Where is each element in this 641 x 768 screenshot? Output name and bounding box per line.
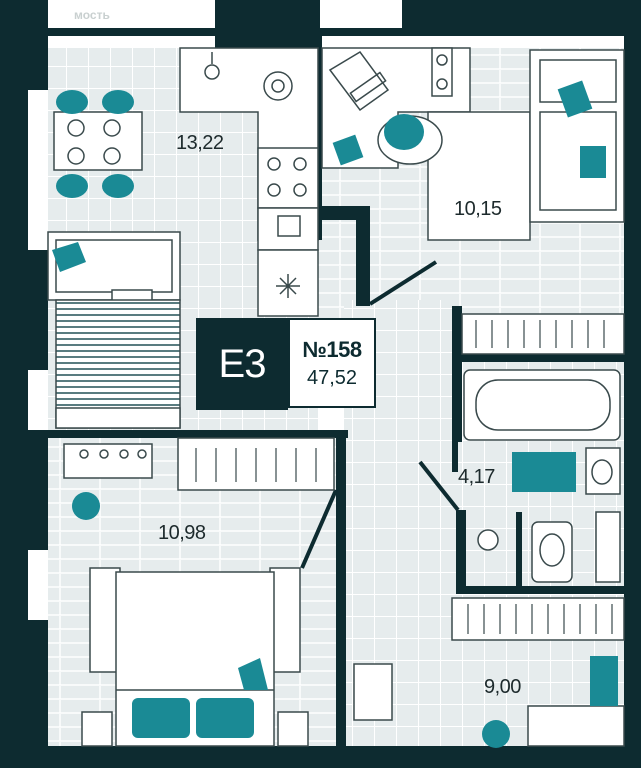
- wardrobes: [353, 313, 625, 747]
- room-area-bedroom: 10,98: [158, 522, 206, 544]
- room-area-bathroom: 4,17: [458, 466, 495, 488]
- bathroom-accents: [482, 452, 618, 748]
- room-area-kitchen: 13,22: [176, 132, 224, 154]
- bedroom-accents: [72, 492, 268, 738]
- room-area-study: 10,15: [454, 198, 502, 220]
- apartment-total-area: 47,52: [306, 366, 358, 389]
- apartment-type-badge: E3: [196, 318, 288, 410]
- study-accents: [332, 80, 606, 178]
- room-area-hallway: 9,00: [484, 676, 521, 698]
- bathroom-fixtures: [463, 369, 621, 583]
- kitchen-accents: [52, 90, 134, 272]
- watermark: мость: [74, 8, 110, 22]
- apartment-type-code: E3: [218, 341, 267, 386]
- apartment-info-badge: №158 47,52: [288, 318, 376, 408]
- door-swings: [300, 260, 460, 569]
- apartment-number: №158: [302, 336, 362, 362]
- kitchen-furniture: [47, 47, 319, 429]
